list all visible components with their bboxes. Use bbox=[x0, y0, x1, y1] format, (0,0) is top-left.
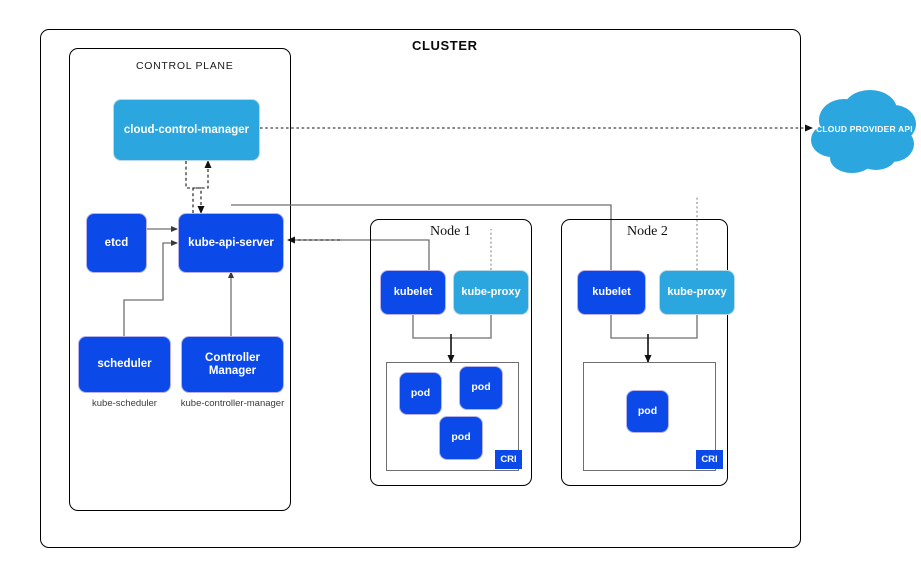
component-label: kube-proxy bbox=[461, 286, 521, 299]
pod-label: pod bbox=[637, 404, 658, 417]
component-controller-manager[interactable]: Controller Manager bbox=[181, 336, 284, 393]
cloud-icon bbox=[811, 90, 916, 173]
component-scheduler[interactable]: scheduler bbox=[78, 336, 171, 393]
node-1-boundary bbox=[370, 219, 532, 486]
node-1-pod-1[interactable]: pod bbox=[399, 372, 442, 415]
node-2-pod-1[interactable]: pod bbox=[626, 390, 669, 433]
component-etcd[interactable]: etcd bbox=[86, 213, 147, 273]
node-2-kube-proxy[interactable]: kube-proxy bbox=[659, 270, 735, 315]
node-2-title: Node 2 bbox=[627, 224, 668, 239]
cluster-boundary bbox=[40, 29, 801, 548]
node-1-pod-2[interactable]: pod bbox=[459, 366, 503, 410]
node-1-cri-badge: CRI bbox=[495, 450, 522, 469]
component-kube-api-server[interactable]: kube-api-server bbox=[178, 213, 284, 273]
cloud-provider-api-label: CLOUD PROVIDER API bbox=[816, 124, 913, 134]
pod-label: pod bbox=[451, 431, 471, 444]
cri-label: CRI bbox=[701, 454, 718, 465]
component-label: etcd bbox=[104, 236, 129, 249]
cluster-title: CLUSTER bbox=[412, 38, 478, 53]
node-1-kubelet[interactable]: kubelet bbox=[380, 270, 446, 315]
pod-label: pod bbox=[471, 381, 491, 394]
pod-label: pod bbox=[410, 386, 431, 399]
node-1-title: Node 1 bbox=[430, 224, 471, 239]
node-2-cri-badge: CRI bbox=[696, 450, 723, 469]
component-cloud-control-manager[interactable]: cloud-control-manager bbox=[113, 99, 260, 161]
node-2-kubelet[interactable]: kubelet bbox=[577, 270, 646, 315]
component-label: kubelet bbox=[592, 286, 631, 299]
component-label: Controller Manager bbox=[205, 351, 260, 377]
cri-label: CRI bbox=[500, 454, 517, 465]
node-1-kube-proxy[interactable]: kube-proxy bbox=[453, 270, 529, 315]
cloud-provider-api[interactable]: CLOUD PROVIDER API bbox=[808, 86, 920, 178]
node-1-pod-3[interactable]: pod bbox=[439, 416, 483, 460]
control-plane-boundary bbox=[69, 48, 291, 511]
component-label: kube-api-server bbox=[188, 236, 274, 249]
component-label: kubelet bbox=[393, 286, 433, 299]
controller-manager-caption: kube-controller-manager bbox=[180, 398, 285, 409]
control-plane-title: CONTROL PLANE bbox=[136, 60, 234, 72]
component-label: cloud-control-manager bbox=[123, 123, 250, 136]
node-2-boundary bbox=[561, 219, 728, 486]
component-label: kube-proxy bbox=[667, 286, 727, 299]
component-label: scheduler bbox=[97, 358, 152, 371]
scheduler-caption: kube-scheduler bbox=[92, 398, 157, 409]
